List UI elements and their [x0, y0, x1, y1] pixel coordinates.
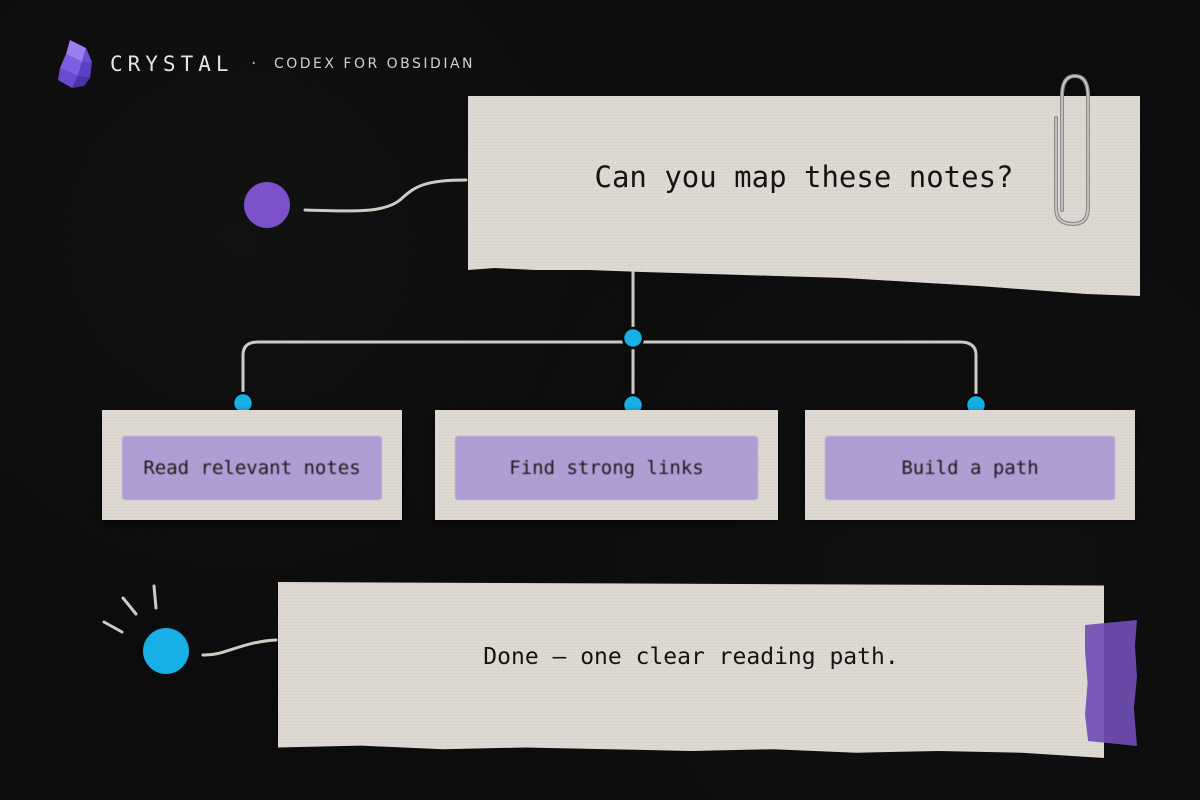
tagline: CODEX FOR OBSIDIAN	[273, 56, 476, 72]
question-text: Can you map these notes?	[594, 160, 1014, 194]
step-label: Find strong links	[509, 457, 704, 479]
question-card: Can you map these notes?	[468, 96, 1140, 296]
brand-name: CRYSTAL	[110, 52, 234, 76]
spark-line-1	[102, 620, 124, 634]
crystal-logo-icon	[58, 40, 92, 88]
result-text: Done — one clear reading path.	[483, 644, 899, 670]
branch-connector	[241, 340, 978, 402]
step-card-build-path: Build a path	[805, 410, 1135, 520]
header-separator: ·	[249, 56, 258, 72]
result-card: Done — one clear reading path.	[278, 582, 1104, 758]
step-card-read-notes: Read relevant notes	[102, 410, 402, 520]
spark-line-2	[121, 596, 138, 616]
step-card-find-links: Find strong links	[435, 410, 778, 520]
question-connector	[303, 178, 468, 213]
result-connector	[201, 638, 278, 657]
question-node-dot	[244, 182, 290, 228]
result-node-dot	[143, 628, 189, 674]
step-highlight: Find strong links	[455, 436, 758, 500]
step-highlight: Build a path	[825, 436, 1115, 500]
step-highlight: Read relevant notes	[122, 436, 382, 500]
spark-line-3	[152, 584, 158, 610]
step-label: Build a path	[901, 457, 1039, 479]
tape-strip	[1085, 620, 1137, 746]
header: CRYSTAL · CODEX FOR OBSIDIAN	[56, 38, 475, 90]
step-label: Read relevant notes	[143, 457, 361, 479]
junction-dot	[621, 326, 645, 350]
